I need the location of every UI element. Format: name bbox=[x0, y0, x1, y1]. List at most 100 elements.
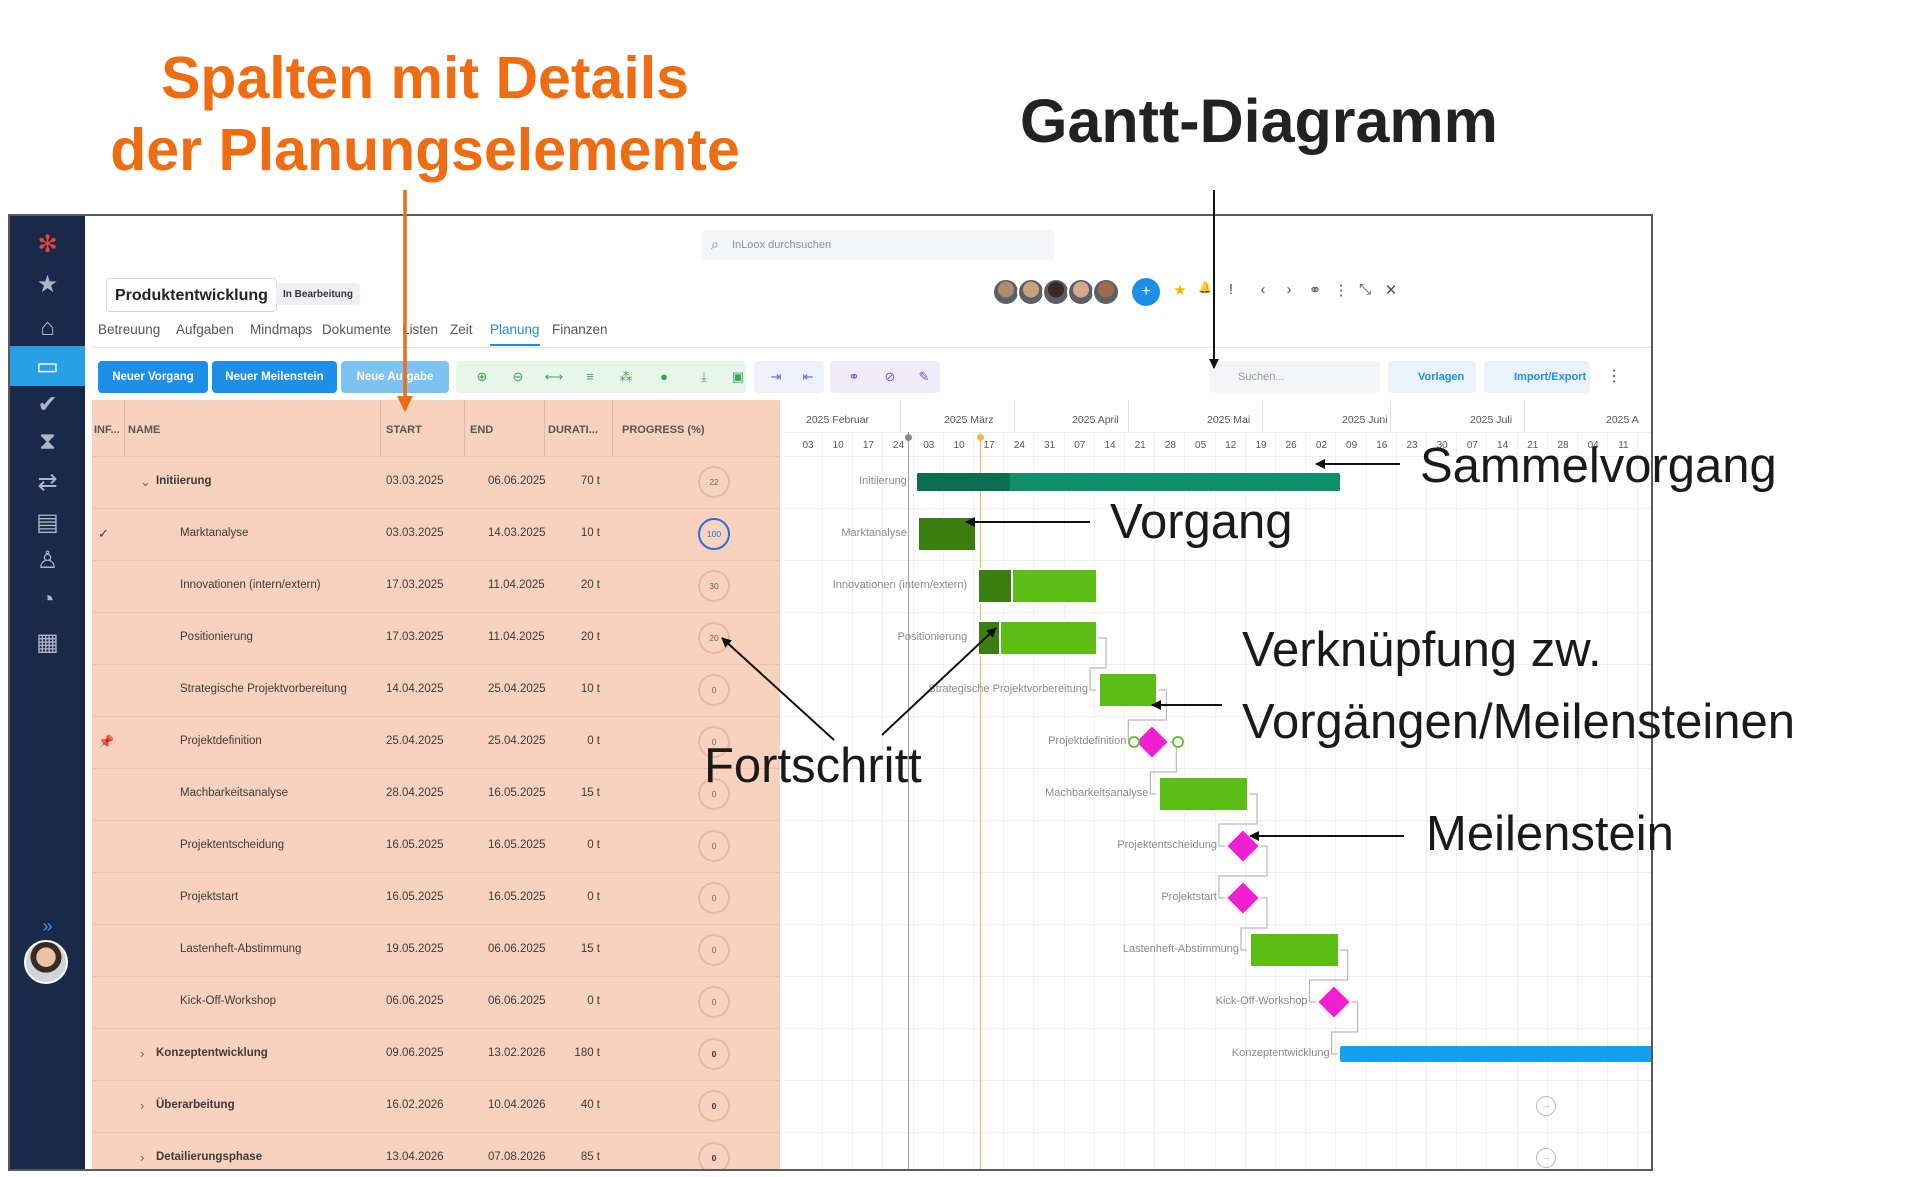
team-avatar[interactable] bbox=[1042, 278, 1070, 306]
hourglass-icon[interactable]: ⧗ bbox=[39, 428, 56, 455]
tab-mindmaps[interactable]: Mindmaps bbox=[250, 322, 313, 337]
chevron-right-icon[interactable]: › bbox=[1286, 281, 1292, 298]
progress-ring: 0 bbox=[698, 934, 730, 966]
link-handle-left[interactable] bbox=[1128, 736, 1141, 748]
import-export-button[interactable]: Import/Export bbox=[1484, 361, 1590, 393]
link-handle-right[interactable] bbox=[1172, 736, 1185, 748]
unlink-icon[interactable]: ⊘ bbox=[884, 369, 896, 384]
week-gridline bbox=[1275, 432, 1276, 1169]
column-divider[interactable] bbox=[544, 400, 545, 456]
new-task-button[interactable]: Neuer Vorgang bbox=[98, 361, 208, 393]
contacts-icon[interactable]: ▤ bbox=[36, 508, 59, 536]
summary-bar[interactable] bbox=[1339, 1046, 1651, 1062]
bell-icon[interactable]: 🔔 bbox=[1198, 282, 1212, 294]
user-avatar[interactable] bbox=[24, 940, 68, 984]
task-bar[interactable] bbox=[1249, 932, 1340, 968]
week-gridline bbox=[1637, 432, 1639, 1169]
column-header-4[interactable]: DURATI... bbox=[548, 424, 598, 436]
collapse-icon[interactable]: ⤡ bbox=[1358, 281, 1371, 298]
month-gridline bbox=[1524, 400, 1525, 432]
gantt-row-line bbox=[784, 664, 1651, 665]
favorite-star-icon[interactable]: ★ bbox=[1173, 282, 1187, 299]
row-line bbox=[92, 612, 780, 613]
row-expand-chevron[interactable]: › bbox=[140, 1046, 145, 1061]
tab-finanzen[interactable]: Finanzen bbox=[552, 322, 608, 337]
row-expand-chevron[interactable]: › bbox=[140, 1098, 145, 1113]
row-expand-chevron[interactable]: ⌄ bbox=[140, 474, 151, 489]
tab-dokumente[interactable]: Dokumente bbox=[322, 322, 392, 337]
column-divider[interactable] bbox=[124, 400, 125, 456]
tab-listen[interactable]: Listen bbox=[402, 322, 439, 337]
fit-icon[interactable]: ⟷ bbox=[544, 369, 564, 384]
task-bar[interactable] bbox=[1158, 776, 1249, 812]
critical-path-icon[interactable]: ≡ bbox=[586, 369, 594, 384]
expand-rail-button[interactable]: » bbox=[42, 915, 53, 936]
link-icon[interactable]: ⚭ bbox=[1308, 282, 1322, 299]
column-header-5[interactable]: PROGRESS (%) bbox=[622, 424, 705, 436]
zoom-out-icon[interactable]: ⊖ bbox=[512, 369, 524, 384]
row-expand-chevron[interactable]: › bbox=[140, 1150, 145, 1165]
annotation-verknuepfung-line2: Vorgängen/Meilensteinen bbox=[1242, 695, 1796, 749]
column-divider[interactable] bbox=[612, 400, 613, 456]
baseline-icon[interactable]: ⤓ bbox=[701, 369, 707, 384]
tab-planung[interactable]: Planung bbox=[490, 322, 540, 346]
network-icon[interactable]: ⁂ bbox=[619, 369, 633, 384]
team-avatar[interactable] bbox=[1067, 278, 1095, 306]
document-icon[interactable]: ▦ bbox=[36, 628, 59, 656]
user-icon[interactable]: ♙ bbox=[36, 546, 59, 574]
row-duration: 20 t bbox=[580, 631, 600, 643]
week-gridline bbox=[973, 432, 974, 1169]
column-divider[interactable] bbox=[380, 400, 381, 456]
alert-icon[interactable]: ! bbox=[1228, 281, 1234, 298]
chevron-left-icon[interactable]: ‹ bbox=[1260, 281, 1266, 298]
tab-zeit[interactable]: Zeit bbox=[450, 322, 473, 337]
new-todo-button[interactable]: Neue Aufgabe bbox=[341, 361, 449, 393]
star-icon[interactable]: ★ bbox=[36, 270, 59, 298]
row-end: 06.06.2025 bbox=[488, 943, 546, 955]
add-member-button[interactable]: + bbox=[1132, 278, 1160, 306]
export-icon[interactable]: ▣ bbox=[731, 369, 745, 384]
gantt-search-input[interactable]: Suchen... bbox=[1210, 361, 1380, 393]
next-page-icon[interactable]: → bbox=[1536, 1148, 1556, 1168]
home-icon[interactable]: ⌂ bbox=[40, 314, 55, 341]
pin-icon[interactable]: ✎ bbox=[918, 369, 930, 384]
team-avatar[interactable] bbox=[992, 278, 1020, 306]
column-header-0[interactable]: INF... bbox=[94, 424, 120, 436]
row-duration: 15 t bbox=[580, 787, 600, 799]
complete-icon[interactable]: ● bbox=[660, 369, 668, 384]
team-avatar[interactable] bbox=[1092, 278, 1120, 306]
summary-bar[interactable] bbox=[916, 473, 1340, 491]
timeline-week: 31 bbox=[1044, 440, 1056, 451]
progress-ring: 0 bbox=[698, 726, 730, 758]
check-icon[interactable]: ✔ bbox=[37, 390, 58, 418]
outdent-icon[interactable]: ⇤ bbox=[802, 369, 814, 384]
column-header-1[interactable]: NAME bbox=[128, 424, 161, 436]
toolbar-more-icon[interactable]: ⋮ bbox=[1606, 368, 1622, 385]
tab-betreuung[interactable]: Betreuung bbox=[98, 322, 161, 337]
status-badge[interactable]: In Bearbeitung bbox=[276, 283, 361, 305]
projects-icon[interactable]: ▭ bbox=[10, 346, 85, 386]
gantt-row-line bbox=[784, 924, 1651, 925]
gantt-bar-label: Initiierung bbox=[859, 475, 907, 487]
tab-aufgaben[interactable]: Aufgaben bbox=[176, 322, 234, 337]
more-icon[interactable]: ⋮ bbox=[1333, 282, 1349, 299]
project-title[interactable]: Produktentwicklung bbox=[106, 278, 277, 312]
global-search-input[interactable]: ⌕InLoox durchsuchen bbox=[702, 230, 1054, 260]
link-tasks-icon[interactable]: ⚭ bbox=[848, 369, 860, 384]
close-icon[interactable]: ✕ bbox=[1384, 282, 1398, 299]
chart-icon[interactable]: ◔ bbox=[40, 586, 55, 613]
gantt-bar-label: Lastenheft-Abstimmung bbox=[1122, 943, 1239, 955]
indent-icon[interactable]: ⇥ bbox=[770, 369, 782, 384]
zoom-in-icon[interactable]: ⊕ bbox=[476, 369, 488, 384]
week-gridline bbox=[822, 432, 823, 1169]
next-page-icon[interactable]: → bbox=[1536, 1096, 1556, 1116]
column-header-2[interactable]: START bbox=[386, 424, 422, 436]
column-header-3[interactable]: END bbox=[470, 424, 494, 436]
column-divider[interactable] bbox=[464, 400, 465, 456]
task-bar[interactable] bbox=[1098, 672, 1159, 708]
gantt-bar-label: Marktanalyse bbox=[841, 527, 907, 539]
search-placeholder: InLoox durchsuchen bbox=[732, 239, 832, 251]
new-milestone-button[interactable]: Neuer Meilenstein bbox=[212, 361, 337, 393]
templates-button[interactable]: Vorlagen bbox=[1388, 361, 1476, 393]
transfer-icon[interactable]: ⇄ bbox=[37, 468, 58, 496]
